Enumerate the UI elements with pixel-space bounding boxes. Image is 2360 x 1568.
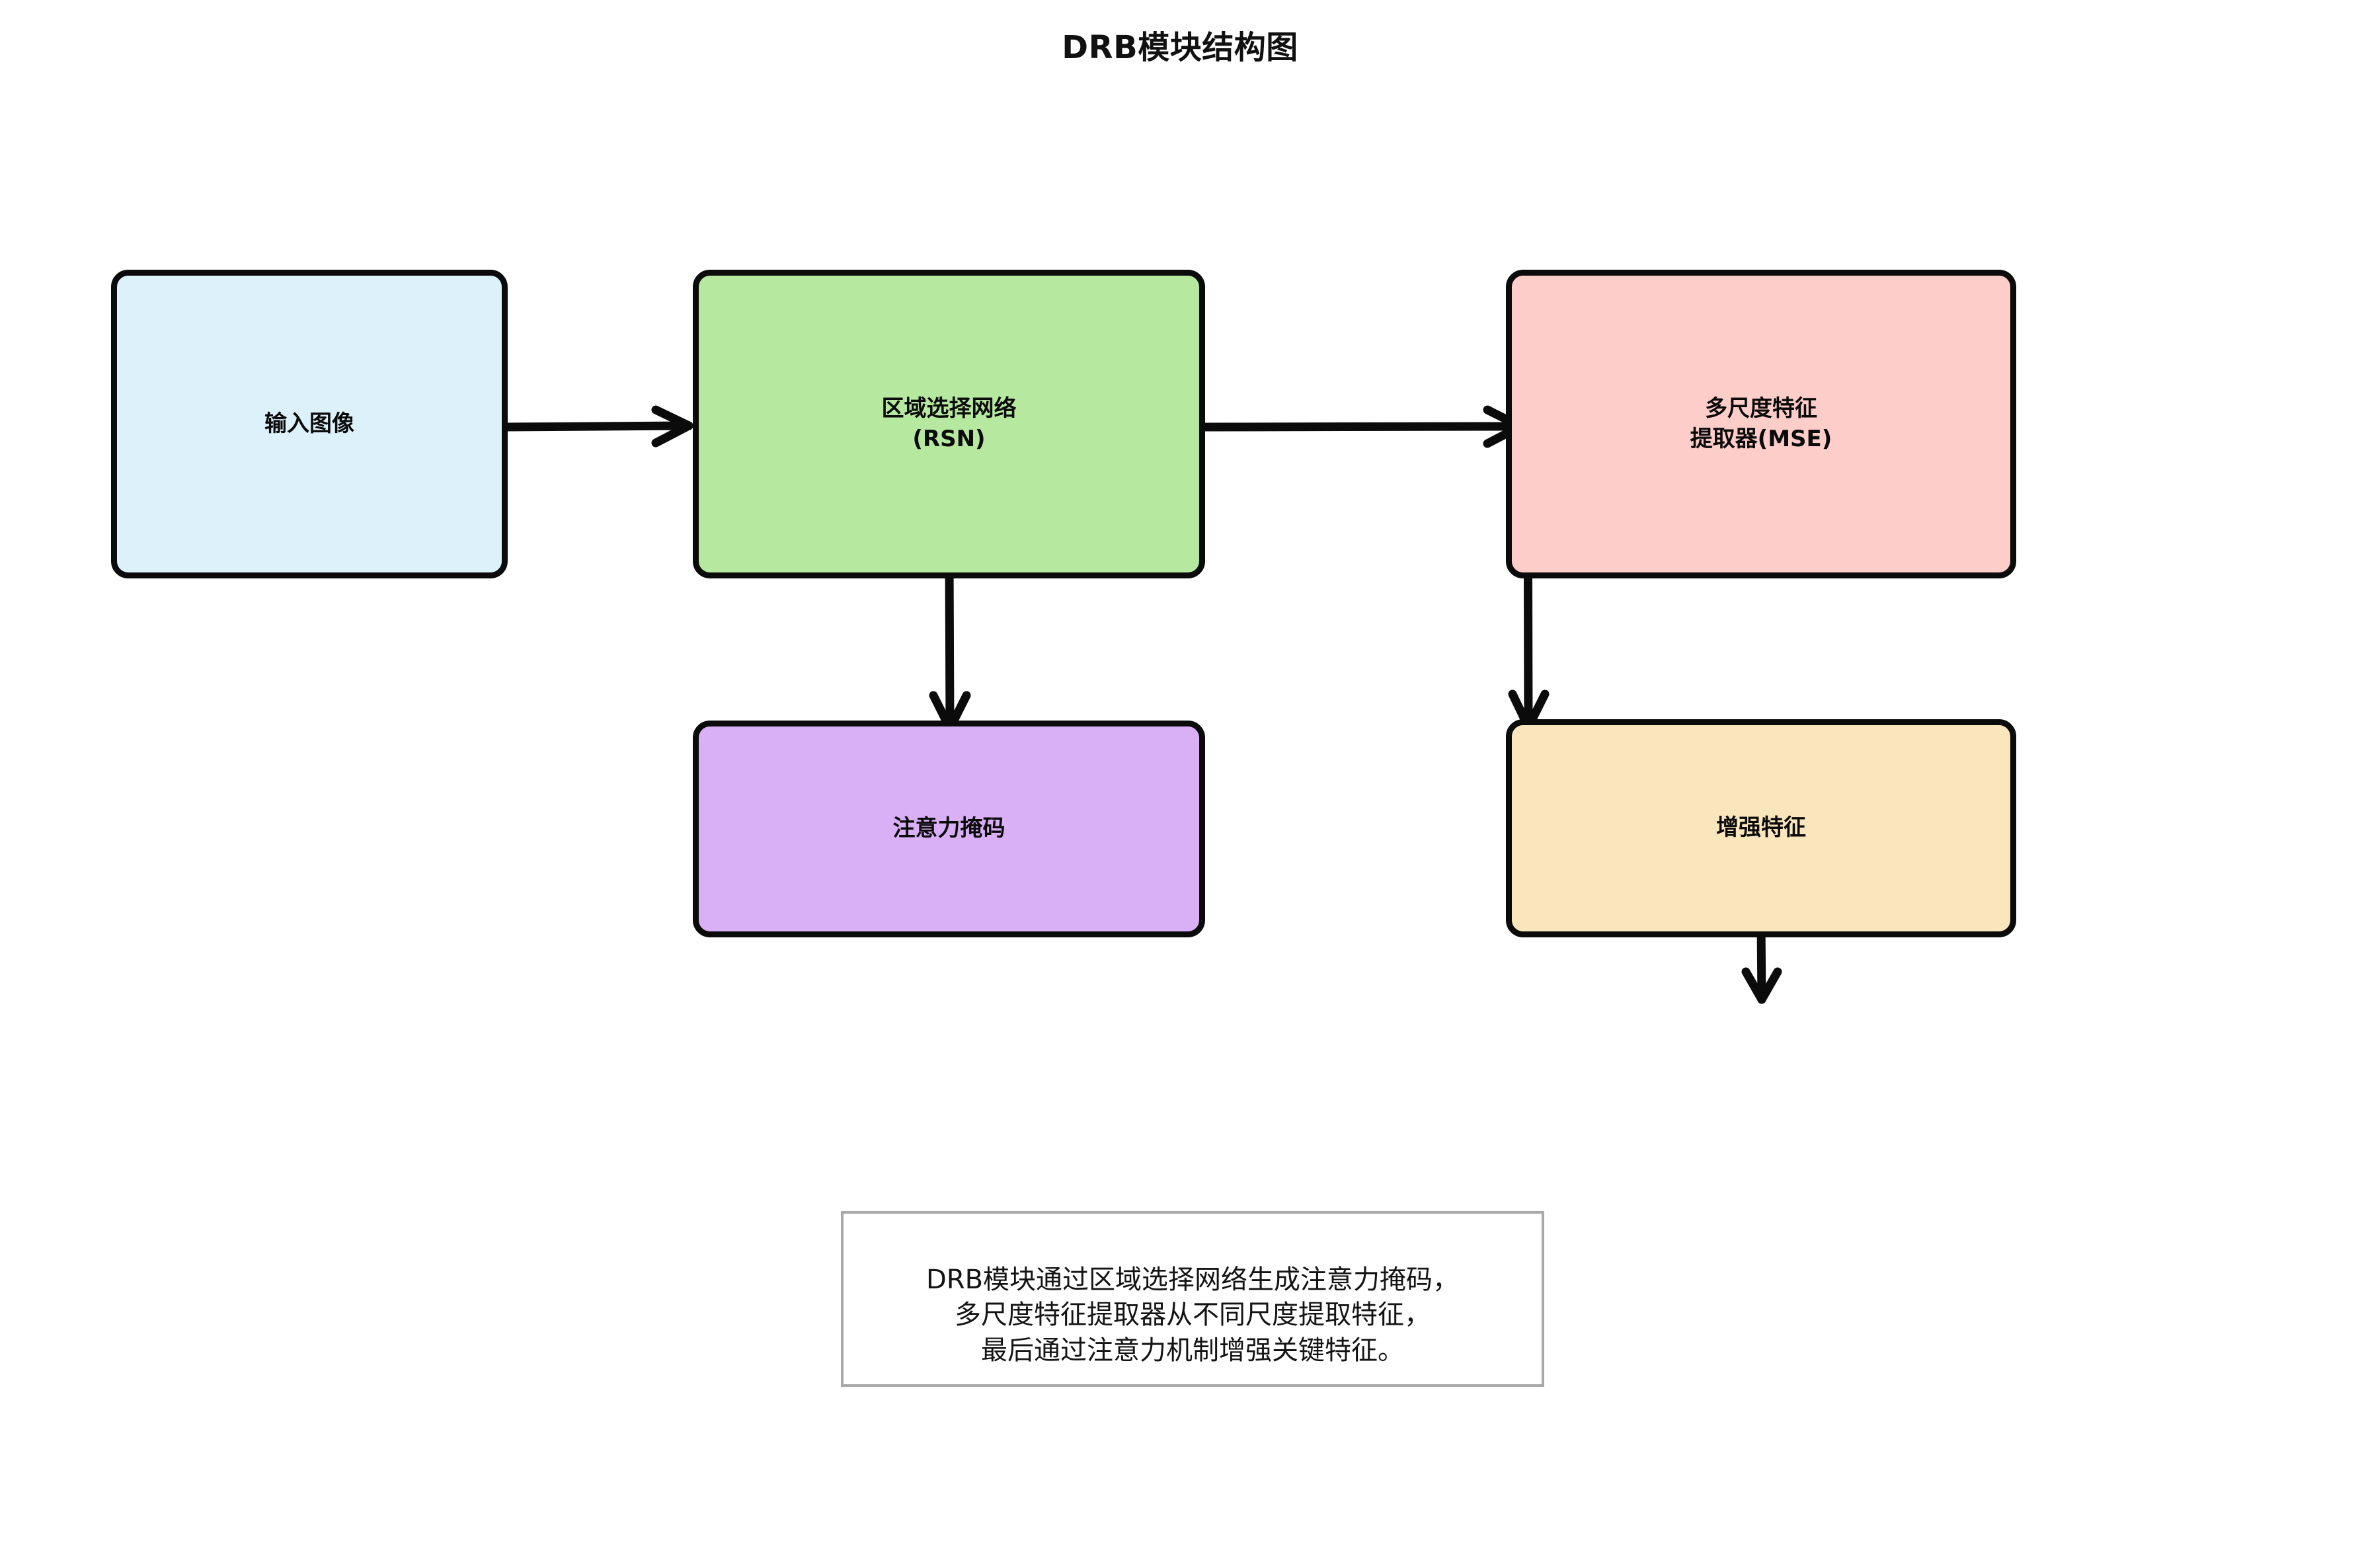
edge-input-to-rsn [499, 405, 693, 448]
node-input-image[interactable]: 输入图像 [111, 270, 508, 578]
node-region-selection-network[interactable]: 区域选择网络 (RSN) [693, 270, 1205, 578]
node-input-image-label: 输入图像 [264, 410, 354, 437]
page-title: DRB模块结构图 [1062, 29, 1298, 66]
caption-text: DRB模块通过区域选择网络生成注意力掩码， 多尺度特征提取器从不同尺度提取特征，… [925, 1264, 1460, 1366]
edge-rsn-to-mask [929, 559, 971, 733]
edge-rsn-to-mse [1199, 405, 1525, 448]
node-attention-mask[interactable]: 注意力掩码 [693, 721, 1205, 937]
node-enhanced-features[interactable]: 增强特征 [1506, 719, 2016, 937]
node-multiscale-feature-extractor[interactable]: 多尺度特征 提取器(MSE) [1506, 270, 2016, 578]
caption-box: DRB模块通过区域选择网络生成注意力掩码， 多尺度特征提取器从不同尺度提取特征，… [841, 1211, 1544, 1388]
node-multiscale-feature-extractor-label: 多尺度特征 提取器(MSE) [1690, 395, 1832, 452]
node-attention-mask-label: 注意力掩码 [892, 815, 1005, 842]
node-enhanced-features-label: 增强特征 [1716, 814, 1806, 842]
node-region-selection-network-label: 区域选择网络 (RSN) [881, 395, 1017, 452]
